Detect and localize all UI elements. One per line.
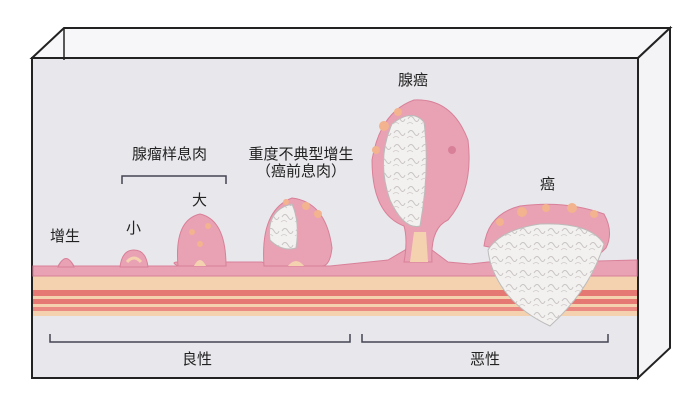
label-hyperplasia: 增生	[50, 227, 81, 245]
large-adenoma	[176, 213, 227, 267]
label-benign: 良性	[182, 350, 213, 368]
label-dysplasia-line1: 重度不典型增生	[248, 145, 354, 163]
hyperplasia-polyp	[57, 258, 75, 268]
benign-bracket	[49, 334, 351, 343]
small-adenoma	[119, 249, 149, 268]
label-dysplasia-line2: （癌前息肉）	[255, 162, 346, 181]
label-large: 大	[192, 191, 208, 209]
label-adenomatous-polyp: 腺瘤样息肉	[132, 145, 208, 163]
box-frame	[29, 25, 673, 381]
dysplasia-polyp	[263, 197, 333, 267]
label-cancer: 癌	[540, 175, 556, 193]
adenocarcinoma-polyp	[371, 99, 470, 263]
malignant-bracket	[361, 334, 609, 343]
label-adenocarcinoma: 腺癌	[398, 71, 429, 89]
adenoma-bracket	[121, 175, 227, 184]
label-small: 小	[126, 219, 142, 237]
invasive-cancer	[483, 203, 610, 327]
label-malignant: 恶性	[470, 350, 501, 368]
label-dysplasia: 重度不典型增生 （癌前息肉）	[238, 145, 364, 181]
